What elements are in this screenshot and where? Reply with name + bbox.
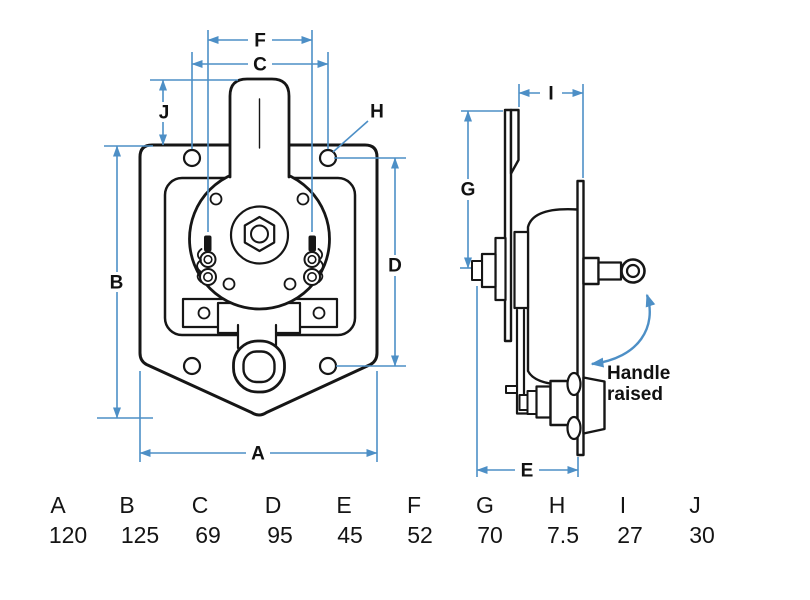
table-value-D: 95 [267,522,293,548]
mounting-hole-bottom-right [318,356,338,376]
dim-label-B: B [110,273,124,294]
table-value-C: 69 [195,522,221,548]
pull-ring [232,323,286,394]
table-letter-A: A [50,492,66,518]
table-letter-C: C [191,492,209,518]
leader-line-h [332,120,369,153]
table-letter-E: E [336,492,352,518]
dim-label-J: J [159,103,170,124]
table-value-A: 120 [48,522,88,548]
mounting-hole-bottom-left [182,356,202,376]
front-view-labels: F C J H B D A [110,31,402,465]
housing-screw-bottom-left [222,277,236,291]
table-value-I: 27 [617,522,643,548]
dim-label-I: I [548,84,553,105]
mounting-hole-top-left [182,148,202,168]
side-rivet-bottom [566,415,582,441]
side-housing-bulge [526,208,579,387]
dim-label-C: C [253,55,267,76]
handle-shaft [597,261,623,281]
dim-label-F: F [254,31,266,52]
handle-base-block [582,256,600,286]
table-value-J: 30 [689,522,715,548]
dim-label-A: A [251,444,265,465]
front-view [138,77,379,417]
table-letter-D: D [264,492,282,518]
lock-bar-rivet-right [312,306,326,320]
side-view-label-backgrounds [457,84,562,480]
dim-label-D: D [388,256,402,277]
annotation-handle-raised-line2: raised [607,384,663,405]
front-view-label-backgrounds [105,31,406,463]
table-value-H: 7.5 [547,522,579,548]
dim-label-E: E [521,461,534,482]
side-stud-assembly [471,236,507,302]
side-view-dimensions [460,84,656,477]
table-value-B: 125 [120,522,160,548]
table-letter-H: H [548,492,566,518]
table-letter-J: J [689,492,701,518]
table-letter-I: I [619,492,627,518]
side-spacer-block [513,230,530,310]
side-cam-pin [505,385,518,394]
side-plate-sheet [503,108,513,343]
side-view [471,108,646,457]
table-value-F: 52 [407,522,433,548]
table-letter-F: F [406,492,422,518]
side-striker-bracket [582,376,606,435]
side-handle-raised [582,256,646,286]
table-value-G: 70 [477,522,503,548]
r-clip-left [196,235,217,286]
table-letter-B: B [119,492,135,518]
housing-screw-top-right [296,192,310,206]
side-plate-fold [509,108,520,175]
handle-ring-inner [625,263,641,279]
hex-nut-bore [250,224,269,244]
side-view-labels: I G E Handle raised [461,84,671,482]
r-clip-right [303,235,324,286]
dim-label-G: G [461,180,476,201]
housing-screw-bottom-right [283,277,297,291]
lock-bar-rivet-left [197,306,211,320]
side-rivet-top [566,371,582,397]
housing-screw-top-left [209,192,223,206]
table-letter-G: G [476,492,494,518]
table-value-E: 45 [337,522,363,548]
dim-label-H: H [370,102,384,123]
side-door-panel [576,179,585,457]
annotation-handle-raised-line1: Handle [607,363,670,384]
rotation-arrow [590,293,656,368]
